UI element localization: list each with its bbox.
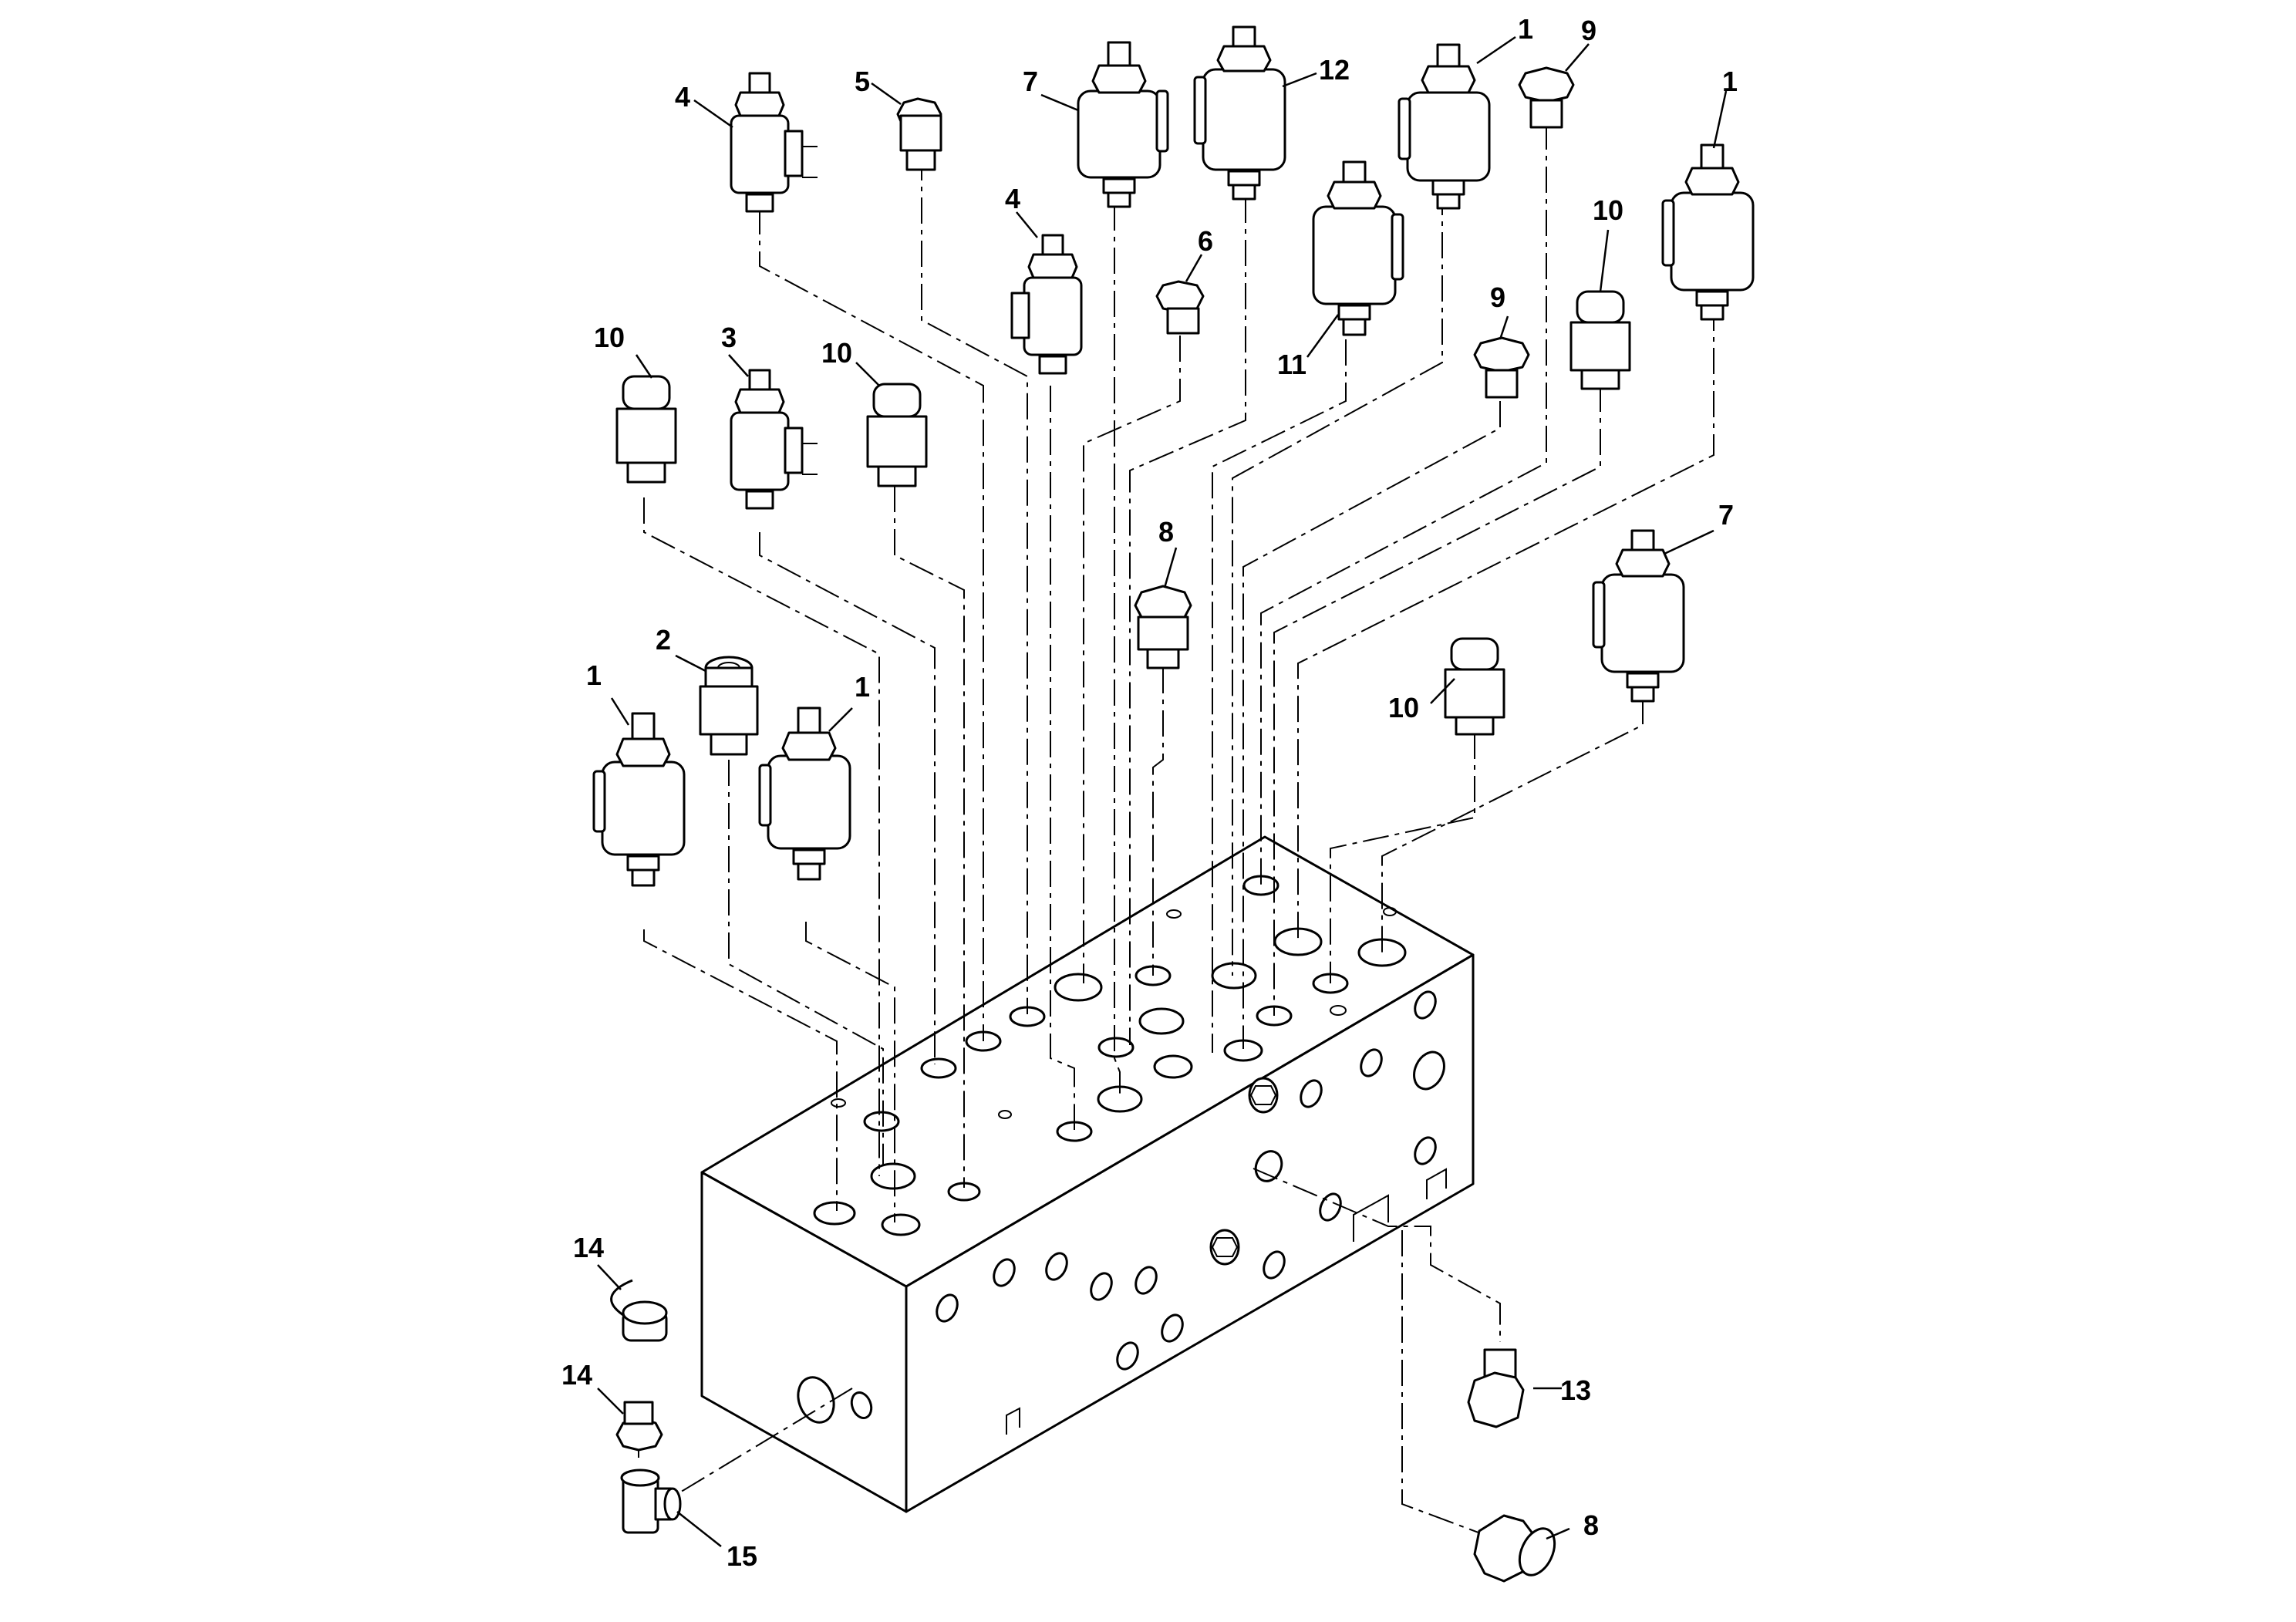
solenoid-valve-1-center bbox=[758, 706, 851, 881]
cartridge-10-lower-right bbox=[1444, 637, 1505, 736]
solenoid-valve-1-right bbox=[1661, 143, 1755, 321]
callout-9-top: 9 bbox=[1581, 15, 1596, 46]
callout-8-bottom: 8 bbox=[1583, 1509, 1599, 1541]
cartridge-10-upper-right bbox=[1569, 290, 1631, 390]
callout-10-left: 10 bbox=[594, 322, 625, 353]
dust-cap-14 bbox=[610, 1279, 668, 1342]
callout-6: 6 bbox=[1198, 225, 1213, 257]
plug-8-bottom bbox=[1473, 1514, 1556, 1583]
solenoid-valve-1-left bbox=[592, 712, 686, 887]
cartridge-10-left bbox=[615, 375, 677, 484]
callout-12: 12 bbox=[1319, 54, 1350, 86]
plug-9-middle bbox=[1473, 336, 1530, 399]
plug-9-top bbox=[1518, 66, 1575, 129]
callout-15: 15 bbox=[727, 1540, 757, 1572]
plug-6 bbox=[1155, 280, 1205, 335]
solenoid-valve-12 bbox=[1193, 25, 1286, 201]
solenoid-valve-3 bbox=[730, 369, 818, 510]
solenoid-valve-7-right bbox=[1592, 529, 1685, 703]
callout-14-cap: 14 bbox=[573, 1232, 604, 1263]
cartridge-10-middle bbox=[866, 383, 928, 487]
callout-1-top: 1 bbox=[1518, 13, 1533, 45]
callout-3: 3 bbox=[721, 322, 737, 353]
solenoid-valve-4-middle bbox=[1010, 234, 1083, 375]
callout-8-middle: 8 bbox=[1158, 516, 1174, 548]
plug-8-middle bbox=[1134, 585, 1192, 669]
callout-pointers bbox=[597, 35, 1728, 1547]
callout-1-left: 1 bbox=[586, 659, 602, 691]
plug-13 bbox=[1467, 1348, 1525, 1428]
assembly-leaders bbox=[638, 123, 1714, 1536]
plug-5 bbox=[896, 97, 942, 171]
callout-2: 2 bbox=[656, 624, 671, 656]
callout-10-upper-right: 10 bbox=[1593, 194, 1623, 226]
callout-4-top: 4 bbox=[675, 81, 690, 113]
valve-manifold-block bbox=[700, 835, 1475, 1513]
cartridge-2 bbox=[699, 656, 759, 756]
solenoid-valve-1-top bbox=[1397, 43, 1491, 210]
elbow-fitting-15 bbox=[620, 1469, 682, 1534]
side-face-ports bbox=[936, 990, 1445, 1371]
adapter-14 bbox=[615, 1401, 663, 1452]
callout-10-lower-right: 10 bbox=[1388, 692, 1419, 723]
callout-5: 5 bbox=[855, 66, 870, 97]
solenoid-valve-4-top bbox=[730, 72, 818, 213]
callout-13: 13 bbox=[1560, 1374, 1591, 1406]
callout-9-middle: 9 bbox=[1490, 282, 1505, 313]
front-face-ports bbox=[797, 1376, 873, 1424]
callout-1-center: 1 bbox=[855, 671, 870, 703]
solenoid-valve-11 bbox=[1312, 160, 1404, 336]
callout-1-right: 1 bbox=[1722, 66, 1738, 97]
callout-7-right: 7 bbox=[1718, 499, 1734, 531]
callout-11: 11 bbox=[1277, 349, 1306, 380]
callout-14-adapter: 14 bbox=[561, 1359, 592, 1391]
callout-4-middle: 4 bbox=[1005, 183, 1020, 214]
solenoid-valve-7-top bbox=[1077, 41, 1169, 208]
callout-10-middle: 10 bbox=[821, 337, 852, 369]
callout-labels: 1 1 1 1 1 2 3 4 4 5 6 7 7 8 8 9 9 10 10 … bbox=[561, 13, 1738, 1572]
callout-7-top: 7 bbox=[1023, 66, 1038, 97]
